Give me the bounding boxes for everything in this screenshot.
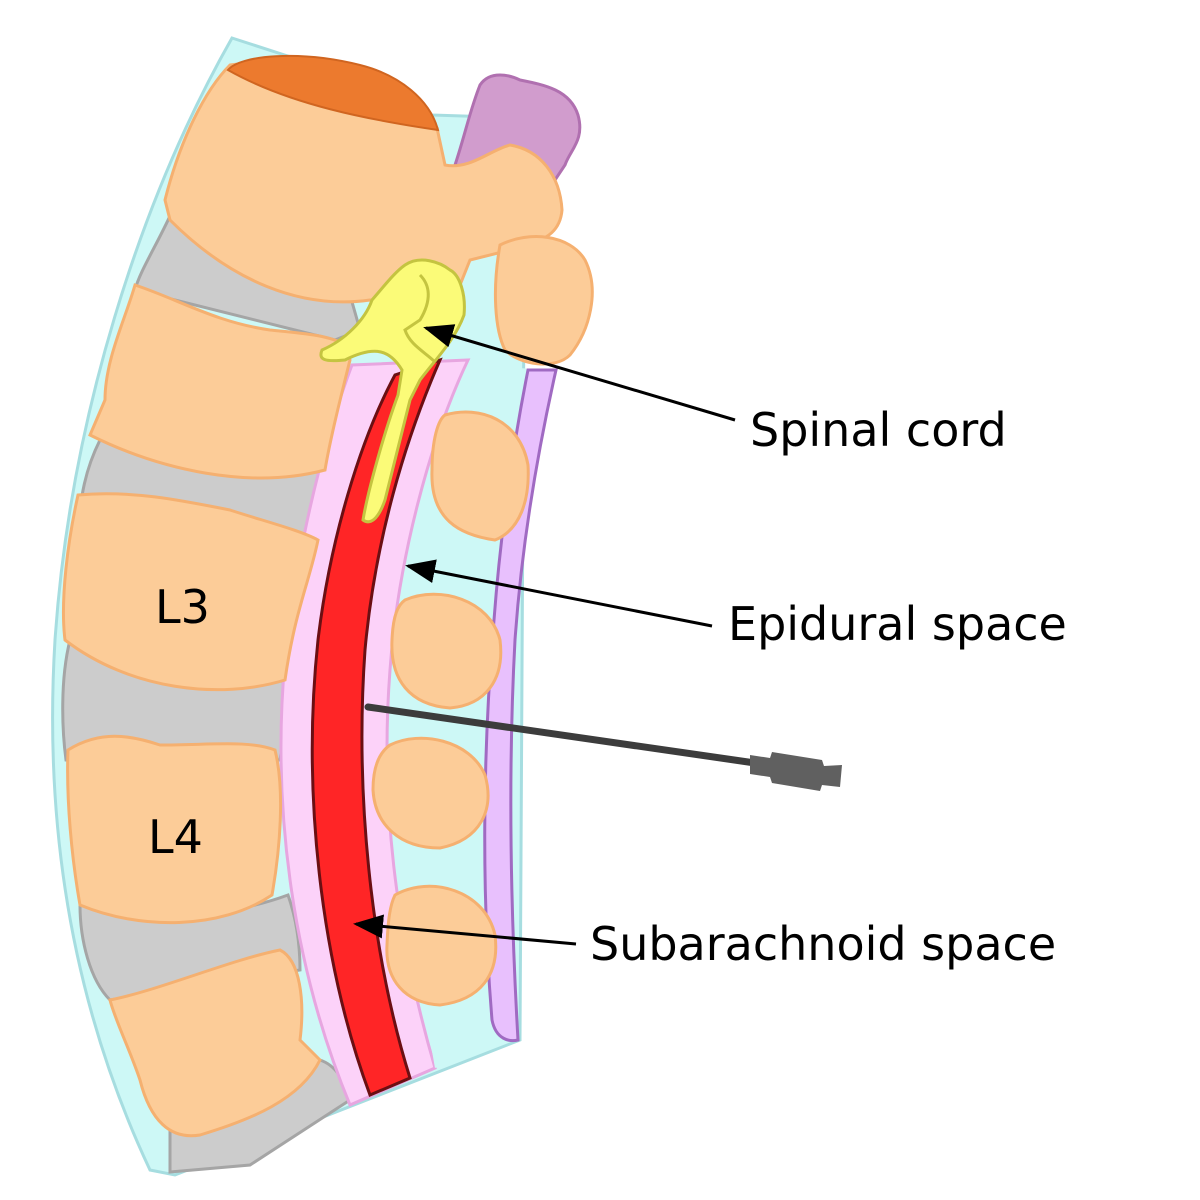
subarachnoid-space-label: Subarachnoid space <box>590 917 1056 971</box>
vertebra-l5 <box>108 948 322 1138</box>
vertebra-l4 <box>66 734 283 925</box>
spinal-cord-pointer <box>423 324 736 422</box>
needle-hub <box>750 752 842 791</box>
epidural-space-label: Epidural space <box>728 597 1067 651</box>
vertebra-l3 <box>61 492 320 692</box>
spinous-process-2 <box>390 592 503 710</box>
vertebra-l4-label: L4 <box>148 810 203 864</box>
epidural-needle <box>364 703 759 767</box>
subarachnoid-space <box>310 357 443 1097</box>
spinous-process-3 <box>371 736 490 850</box>
spinous-process-1 <box>430 410 530 542</box>
spinal-cord-label: Spinal cord <box>750 403 1007 457</box>
cut-surface <box>226 54 440 132</box>
spinous-process-4 <box>385 884 498 1007</box>
subarachnoid-space-pointer <box>353 914 577 946</box>
epidural-space-pointer <box>405 559 713 628</box>
facet-joint <box>493 235 594 366</box>
vertebra-l2 <box>88 283 352 480</box>
nerve-root <box>403 273 437 364</box>
vertebra-l3-label: L3 <box>155 580 210 634</box>
